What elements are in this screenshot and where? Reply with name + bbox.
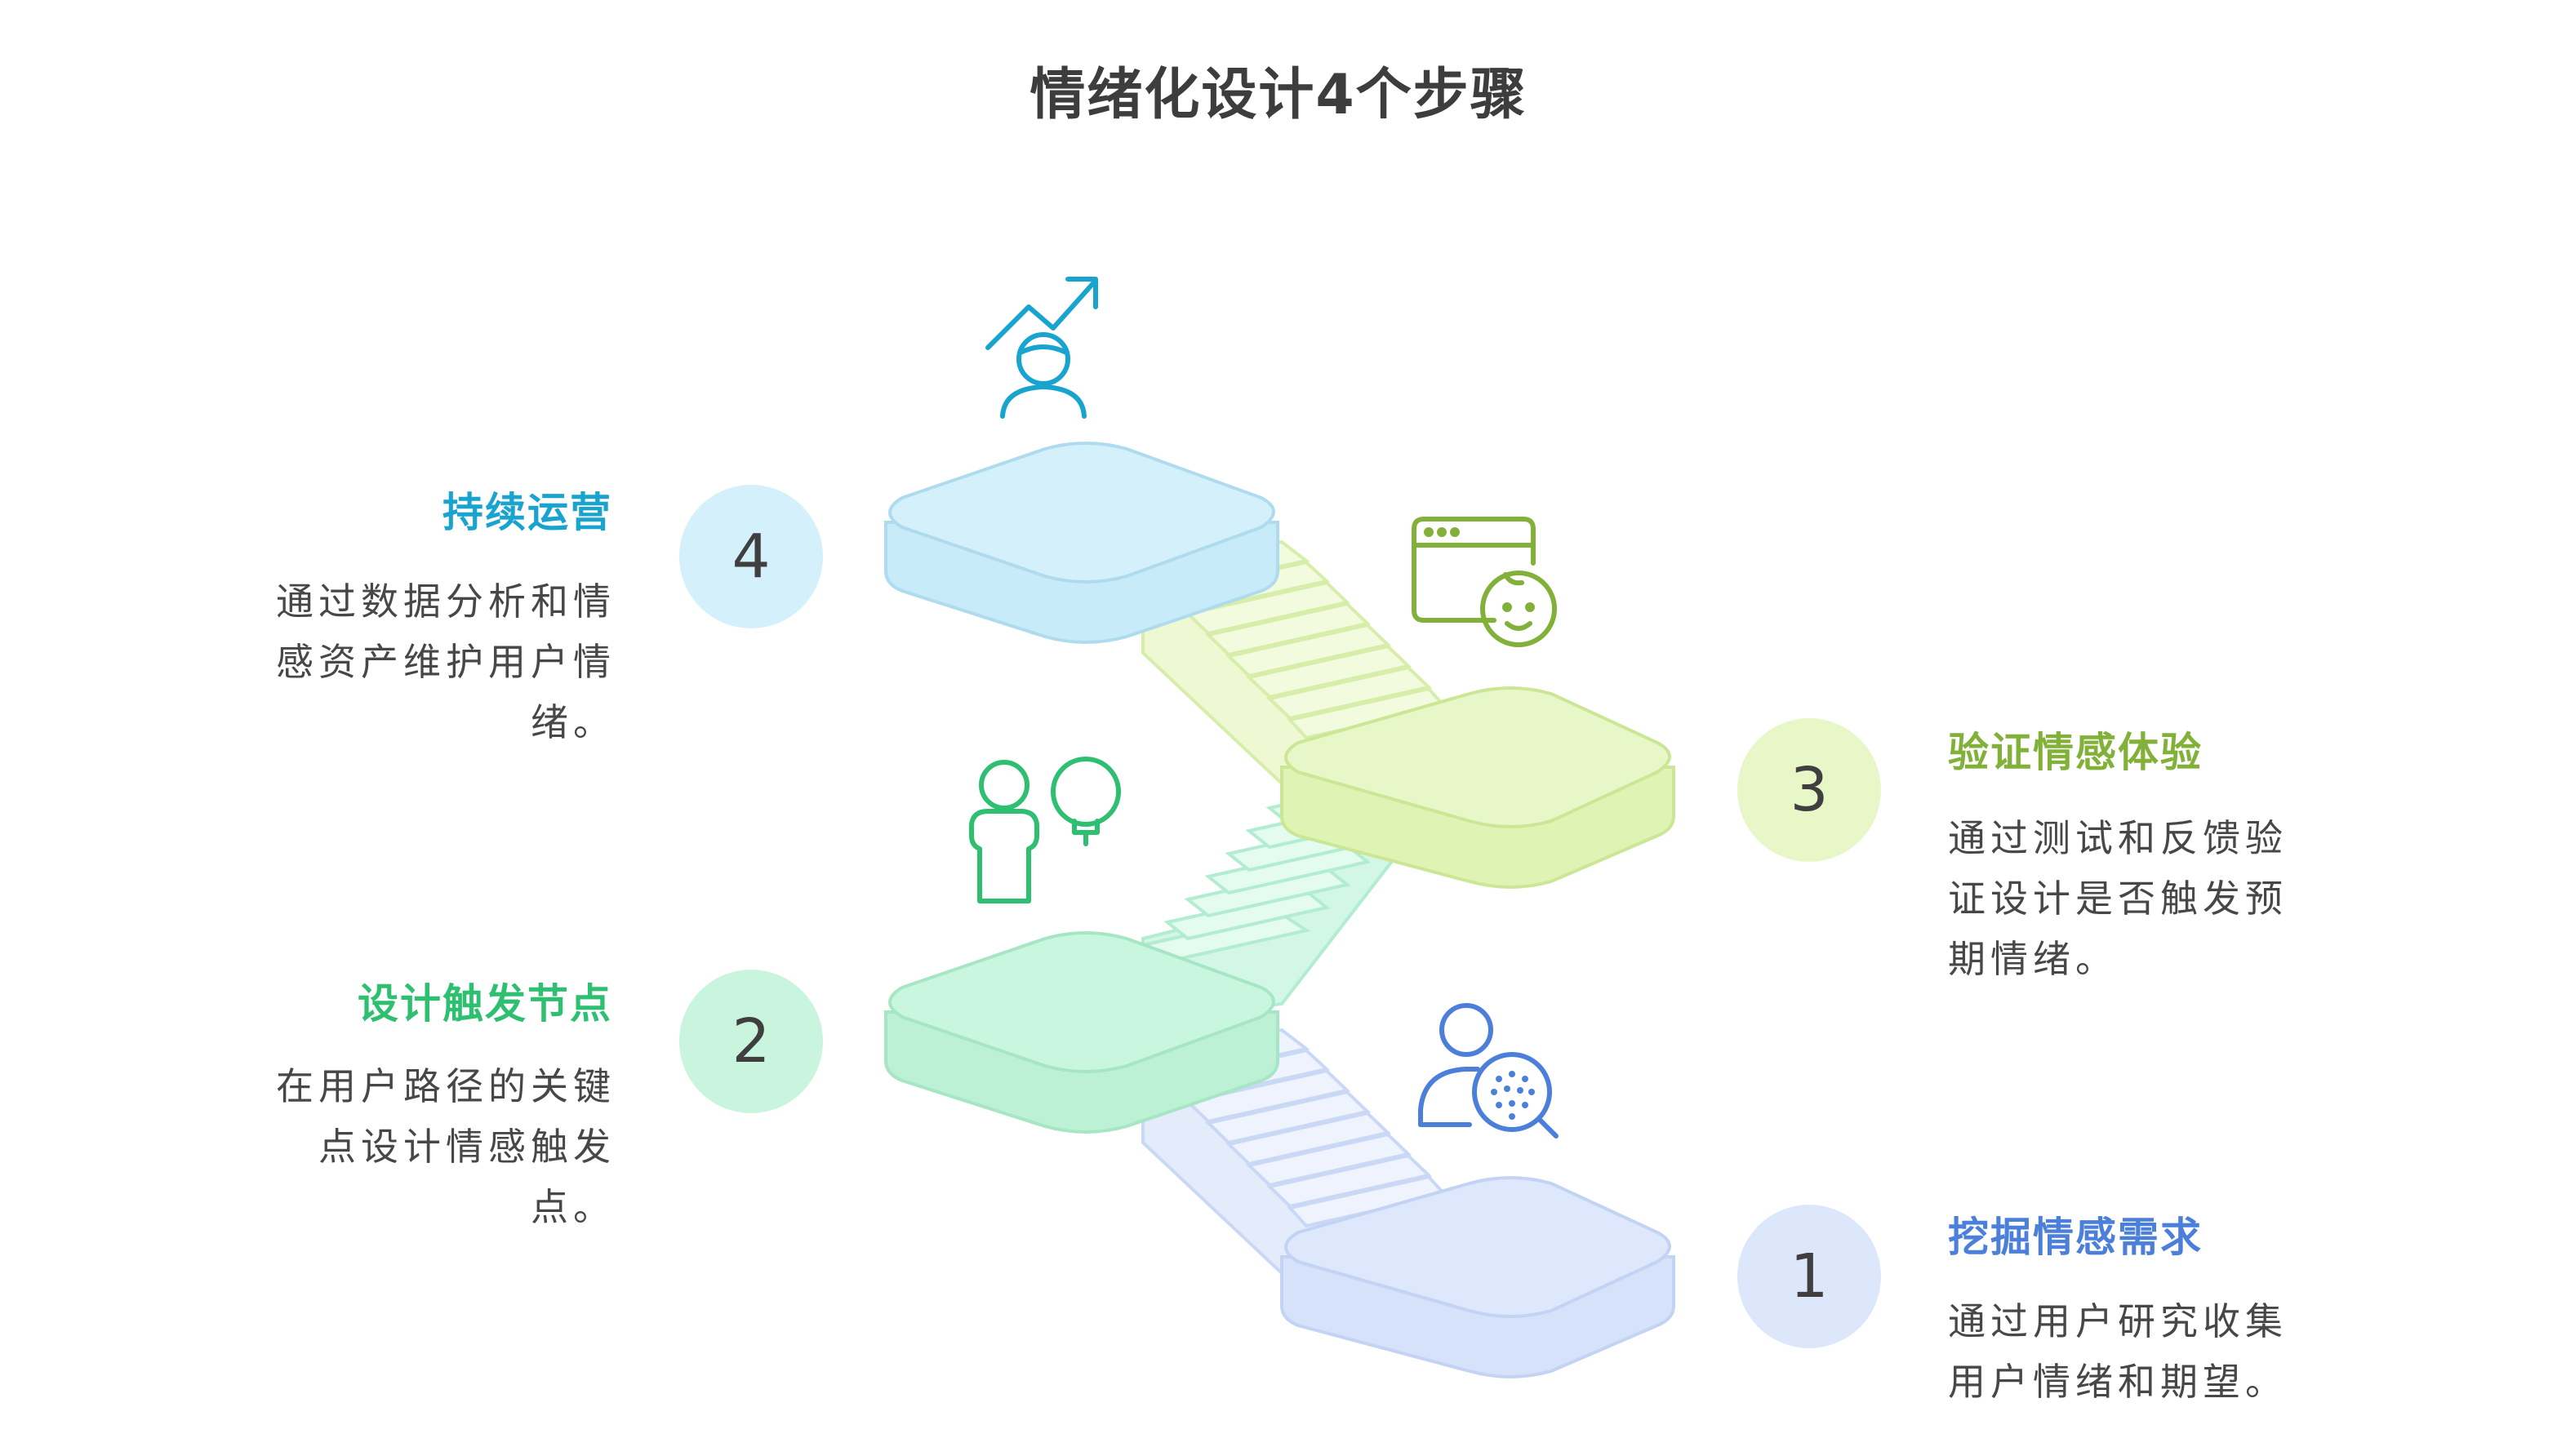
platform-3 (1280, 686, 1675, 889)
platform-4 (884, 442, 1279, 644)
step-1-number-badge: 1 (1737, 1205, 1881, 1348)
user-growth-icon (985, 277, 1098, 419)
step-3-desc-line: 通过测试和反馈验 (1948, 816, 2288, 860)
platform-2 (884, 931, 1279, 1134)
step-4-desc-line: 绪。 (531, 700, 616, 744)
step-2-number-badge: 2 (679, 970, 823, 1113)
platform-1 (1280, 1176, 1675, 1378)
step-2-desc-line: 在用户路径的关键 (276, 1064, 616, 1108)
step-3-desc-line: 期情绪。 (1948, 937, 2118, 981)
step-4-heading: 持续运营 (442, 489, 612, 536)
step-3-description: 通过测试和反馈验 证设计是否触发预 期情绪。 (1948, 808, 2405, 989)
step-2-number: 2 (732, 1006, 771, 1076)
browser-smiley-icon (1412, 517, 1557, 647)
step-2-description: 在用户路径的关键 点设计情感触发 点。 (196, 1056, 616, 1237)
step-2-heading: 设计触发节点 (358, 980, 612, 1028)
user-idea-icon (969, 757, 1121, 903)
step-4-description: 通过数据分析和情 感资产维护用户情 绪。 (196, 571, 616, 752)
step-1-heading: 挖掘情感需求 (1948, 1214, 2203, 1261)
step-2-desc-line: 点。 (531, 1185, 616, 1229)
step-3-heading: 验证情感体验 (1948, 729, 2203, 776)
step-4-desc-line: 感资产维护用户情 (276, 640, 616, 684)
step-2-desc-line: 点设计情感触发 (318, 1125, 616, 1169)
step-4-desc-line: 通过数据分析和情 (276, 579, 616, 624)
step-3-number-badge: 3 (1737, 718, 1881, 862)
step-1-desc-line: 通过用户研究收集 (1948, 1299, 2288, 1343)
step-1-desc-line: 用户情绪和期望。 (1948, 1360, 2288, 1404)
step-4-number-badge: 4 (679, 485, 823, 628)
step-4-number: 4 (732, 522, 771, 592)
step-3-desc-line: 证设计是否触发预 (1948, 877, 2288, 921)
page-title: 情绪化设计4个步骤 (1029, 63, 1528, 127)
step-1-number: 1 (1790, 1241, 1829, 1312)
step-1-description: 通过用户研究收集 用户情绪和期望。 (1948, 1291, 2405, 1412)
user-research-icon (1418, 1003, 1559, 1139)
step-3-number: 3 (1790, 755, 1829, 825)
